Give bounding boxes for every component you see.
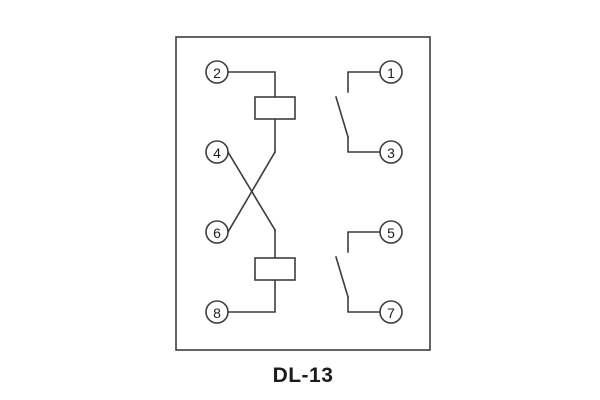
circuit-border [175, 36, 431, 351]
terminal-5-label: 5 [387, 225, 395, 241]
terminal-4-circle [205, 140, 229, 164]
terminal-2-circle [205, 60, 229, 84]
terminal-8-circle [205, 300, 229, 324]
contact-1-3 [335, 71, 381, 153]
terminal-2: 2 [205, 60, 229, 84]
wire-coil2-to-terminal8 [227, 279, 276, 313]
terminal-1-circle [379, 60, 403, 84]
diagram-caption: DL-13 [273, 364, 334, 387]
terminal-5-circle [379, 220, 403, 244]
terminal-1: 1 [379, 60, 403, 84]
terminal-6-circle [205, 220, 229, 244]
contact-1-3-blade [335, 96, 349, 138]
coil-2 [254, 257, 296, 281]
terminal-8: 8 [205, 300, 229, 324]
contact-5-7 [335, 231, 381, 313]
terminal-7-circle [379, 300, 403, 324]
contact-1-3-top-lead [347, 71, 381, 93]
terminal-1-label: 1 [387, 65, 395, 81]
terminal-6-label: 6 [213, 225, 221, 241]
left-branch-wires [226, 71, 277, 313]
terminal-5: 5 [379, 220, 403, 244]
terminal-2-label: 2 [213, 65, 221, 81]
coil-1 [254, 96, 296, 120]
contact-1-3-bottom-lead [347, 136, 381, 153]
terminal-7-label: 7 [387, 305, 395, 321]
contact-5-7-bottom-lead [347, 296, 381, 313]
terminal-7: 7 [379, 300, 403, 324]
terminal-3: 3 [379, 140, 403, 164]
terminal-3-circle [379, 140, 403, 164]
wire-terminal2-to-coil1 [227, 71, 276, 98]
contact-5-7-blade [335, 256, 349, 298]
terminal-3-label: 3 [387, 145, 395, 161]
contact-5-7-top-lead [347, 231, 381, 253]
terminal-4-label: 4 [213, 145, 221, 161]
terminal-6: 6 [205, 220, 229, 244]
terminal-4: 4 [205, 140, 229, 164]
crossover-wire-terminal4-to-junction [226, 150, 277, 232]
terminal-8-label: 8 [213, 305, 221, 321]
